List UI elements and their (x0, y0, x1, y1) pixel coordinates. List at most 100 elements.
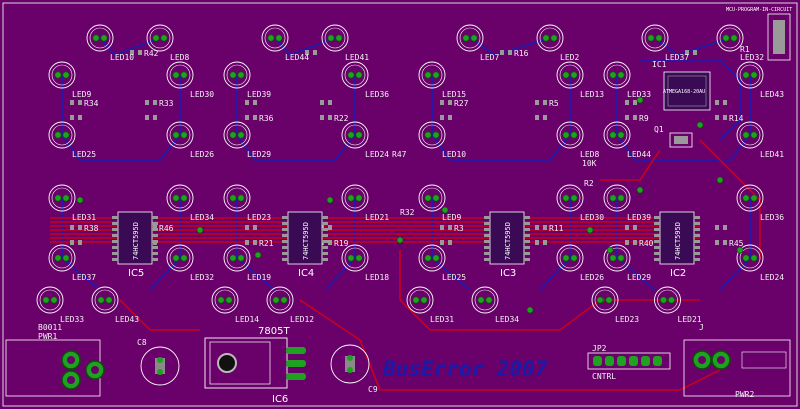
led-label: LED7 (480, 53, 499, 62)
mcu-ic1: ATMEGA168-20AU IC1 (652, 60, 711, 111)
led-label: LED32 (190, 273, 214, 282)
via (441, 206, 449, 214)
jp2-sub-label: CNTRL (592, 372, 616, 381)
resistor-footprint (715, 240, 727, 245)
ic1-label: IC1 (652, 60, 667, 69)
resistor-label: R22 (334, 114, 349, 123)
led-footprint (166, 61, 194, 89)
led-label: LED10 (110, 53, 134, 62)
program-header: MCU-PROGRAM-IN-CIRCUIT (726, 7, 792, 61)
led-footprint (736, 61, 764, 89)
led-footprint (736, 244, 764, 272)
led-label: LED9 (442, 213, 461, 222)
resistor-footprint (245, 100, 257, 105)
resistor-footprint (305, 50, 317, 55)
led-footprint (86, 24, 114, 52)
shift-register-ic (654, 211, 700, 265)
led-footprint (166, 244, 194, 272)
resistor-footprint (245, 240, 257, 245)
resistor-footprint (245, 225, 257, 230)
led-label: LED8 (170, 53, 189, 62)
led-label: LED44 (627, 150, 651, 159)
resistor-footprint (500, 50, 512, 55)
led-label: LED24 (365, 150, 389, 159)
resistor-footprint (625, 115, 637, 120)
led-footprint (603, 244, 631, 272)
ic-ref-label: IC4 (298, 268, 314, 279)
led-footprint (48, 184, 76, 212)
via (636, 186, 644, 194)
led-label: LED41 (760, 150, 784, 159)
r2-label: R2 (584, 179, 594, 188)
ic6-label: IC6 (272, 394, 288, 405)
ic-ref-label: IC5 (128, 268, 144, 279)
led-footprint (736, 184, 764, 212)
led-label: LED33 (60, 315, 84, 324)
led-footprint (536, 24, 564, 52)
led-footprint (603, 121, 631, 149)
ic-part-label: 74HCT595D (302, 222, 310, 260)
top-traces (50, 139, 761, 391)
led-label: LED2 (560, 53, 579, 62)
led-label: LED21 (678, 315, 702, 324)
r32-label: R32 (400, 208, 415, 217)
c9-label: C9 (368, 385, 378, 394)
led-label: LED14 (235, 315, 259, 324)
c8-capacitor: C8 (137, 338, 180, 386)
led-label: LED30 (580, 213, 604, 222)
led-label: LED25 (72, 150, 96, 159)
led-footprint (736, 121, 764, 149)
pwr1-sub-label: B0011 (38, 323, 62, 332)
led-label: LED25 (442, 273, 466, 282)
led-footprint (146, 24, 174, 52)
led-footprint (556, 244, 584, 272)
resistor-label: R16 (514, 49, 529, 58)
led-footprint (418, 61, 446, 89)
via (526, 306, 534, 314)
led-label: LED23 (247, 213, 271, 222)
resistor-footprint (440, 240, 452, 245)
resistor-footprint (535, 225, 547, 230)
led-footprint (166, 184, 194, 212)
pwr1-label: PWR1 (38, 332, 57, 341)
led-footprint (418, 121, 446, 149)
resistor-label: R40 (639, 239, 654, 248)
led-label: LED29 (627, 273, 651, 282)
r1-label: R1 (740, 45, 750, 54)
resistor-footprint (70, 115, 82, 120)
regulator-part-label: 7805T (258, 326, 290, 337)
q1-label: Q1 (654, 125, 664, 134)
header-note-label: MCU-PROGRAM-IN-CIRCUIT (726, 7, 792, 13)
led-footprint (166, 121, 194, 149)
resistor-label: R42 (144, 49, 159, 58)
led-footprint (261, 24, 289, 52)
resistor-footprint (440, 115, 452, 120)
jumper-j-label: J (699, 323, 704, 332)
led-footprint (341, 244, 369, 272)
c8-label: C8 (137, 338, 147, 347)
ic-part-label: 74HCT595D (504, 222, 512, 260)
led-footprint (223, 244, 251, 272)
led-footprint (266, 286, 294, 314)
led-label: LED23 (615, 315, 639, 324)
led-footprint (211, 286, 239, 314)
led-label: LED33 (627, 90, 651, 99)
led-footprint (36, 286, 64, 314)
led-footprint (321, 24, 349, 52)
shift-register-ic (484, 211, 530, 265)
resistor-label: R9 (639, 114, 649, 123)
led-label: LED31 (430, 315, 454, 324)
led-footprint (406, 286, 434, 314)
via (326, 196, 334, 204)
led-footprint (341, 121, 369, 149)
resistor-footprint (715, 115, 727, 120)
via (586, 226, 594, 234)
resistor-label: R38 (84, 224, 99, 233)
shift-register-ic (282, 211, 328, 265)
led-label: LED29 (247, 150, 271, 159)
resistor-footprint (245, 115, 257, 120)
resistor-label: R5 (549, 99, 559, 108)
led-footprint (91, 286, 119, 314)
resistor-footprint (145, 100, 157, 105)
led-footprint (341, 184, 369, 212)
